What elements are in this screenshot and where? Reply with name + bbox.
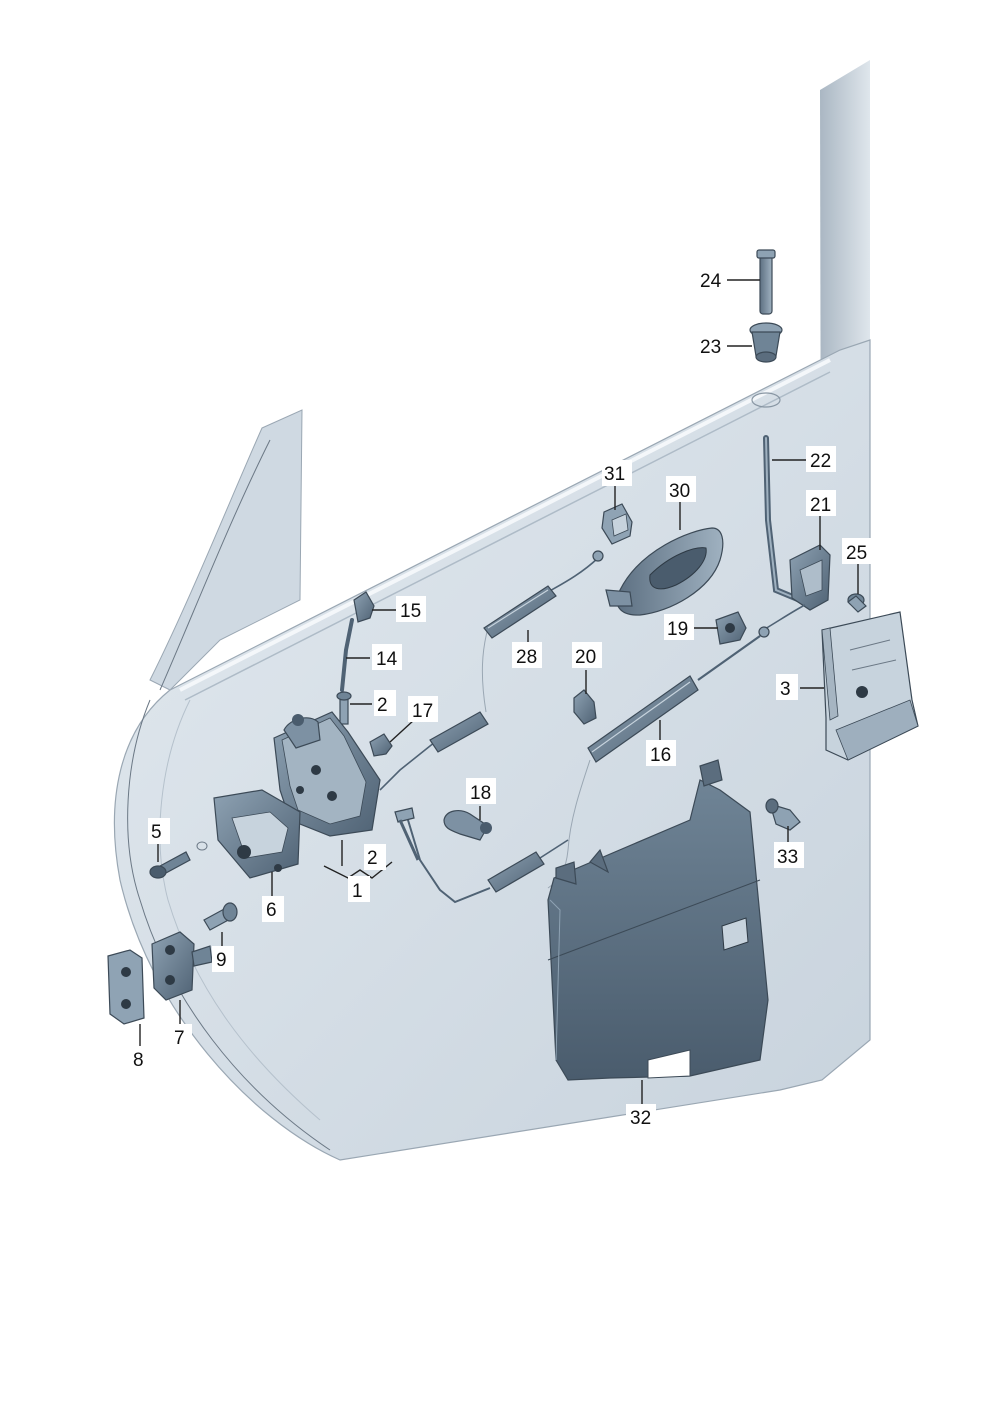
part-21-rod-bracket: [789, 544, 831, 611]
callout-19: 19: [667, 619, 688, 640]
callout-6: 6: [266, 900, 277, 921]
part-28-cable-sleeve: [483, 550, 604, 639]
callout-labels: 24 23 22 31 30 21 25 15 14 28 19 20 3 2 …: [130, 266, 872, 1130]
part-33-clip: [765, 798, 801, 831]
cable-sleeve-mid: [429, 711, 489, 753]
callout-24: 24: [700, 271, 722, 292]
door-belt-line: [179, 358, 831, 692]
door-bolt-hole: [196, 841, 208, 851]
door-front-edge-curve-inner: [159, 699, 321, 1121]
callout-15: 15: [400, 601, 421, 622]
leader-1-bracket: [323, 840, 393, 879]
part-14-lock-rod: [340, 618, 354, 692]
callout-21: 21: [810, 495, 831, 516]
part-8-backing-plate: [107, 949, 145, 1025]
door-frame-front-pillar: [149, 409, 303, 691]
callout-30: 30: [669, 481, 690, 502]
part-1-door-lock: [273, 711, 381, 837]
part-17-clip: [369, 733, 393, 757]
part-20-cable-clip: [573, 689, 597, 725]
callout-9: 9: [216, 950, 227, 971]
callout-2: 2: [377, 695, 388, 716]
leader-17: [389, 719, 415, 743]
door-belt-shadow: [184, 371, 831, 701]
cable-end-fitting: [394, 807, 420, 861]
leader-lines: [139, 279, 859, 1104]
part-32-cover-panel: [547, 759, 769, 1081]
part-7-striker: [151, 931, 213, 1001]
callout-3: 3: [780, 679, 791, 700]
callout-32: 32: [630, 1108, 651, 1129]
callout-5: 5: [151, 822, 162, 843]
callout-33: 33: [777, 847, 798, 868]
callout-7: 7: [174, 1028, 185, 1049]
callout-31: 31: [604, 464, 625, 485]
callout-1: 1: [352, 881, 363, 902]
part-25-clip: [847, 593, 867, 613]
callout-28: 28: [516, 647, 537, 668]
callout-18: 18: [470, 783, 491, 804]
callout-8: 8: [133, 1050, 144, 1071]
part-23-grommet: [749, 322, 783, 363]
part-30-interior-handle: [605, 527, 724, 616]
part-9-bolt: [203, 902, 238, 931]
callout-22: 22: [810, 451, 831, 472]
part-6-lock-plate: [213, 789, 301, 879]
callout-25: 25: [846, 543, 867, 564]
door-rod-hole: [751, 392, 781, 408]
cable-sleeve-lower: [487, 851, 545, 893]
part-31-cable-clip: [601, 503, 633, 545]
callout-14: 14: [376, 649, 398, 670]
part-24-rod-pin: [756, 249, 776, 315]
part-5-bolt: [149, 851, 191, 879]
part-15-rod-clip: [353, 591, 375, 623]
part-22-lock-rod: [763, 435, 803, 603]
part-18-cable-tie: [443, 810, 492, 841]
door-frame-inner-edge: [159, 439, 271, 691]
part-16-cable-sleeve-long: [587, 626, 770, 763]
callout-2-lower: 2: [367, 848, 378, 869]
part-19-handle-bracket: [715, 611, 747, 645]
callout-20: 20: [575, 647, 596, 668]
callout-16: 16: [650, 745, 671, 766]
door-front-edge-curve: [127, 699, 331, 1151]
part-2-bolt-upper: [336, 691, 352, 725]
part-3-mounting-bracket: [821, 611, 919, 761]
callout-23: 23: [700, 337, 721, 358]
callout-17: 17: [412, 701, 433, 722]
